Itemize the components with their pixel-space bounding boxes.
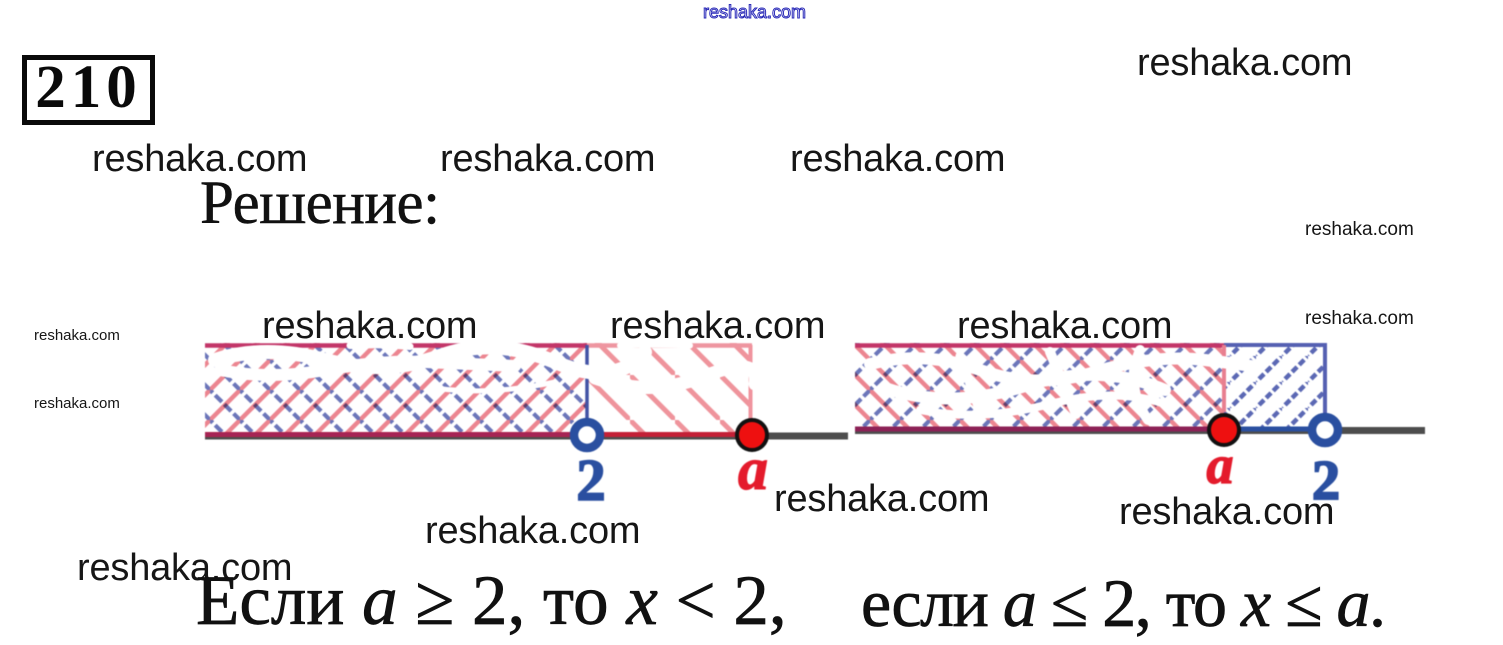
svg-text:2: 2 bbox=[576, 447, 606, 513]
svg-text:a: a bbox=[738, 436, 768, 502]
svg-text:a: a bbox=[1207, 435, 1234, 495]
svg-text:2: 2 bbox=[1312, 450, 1340, 512]
